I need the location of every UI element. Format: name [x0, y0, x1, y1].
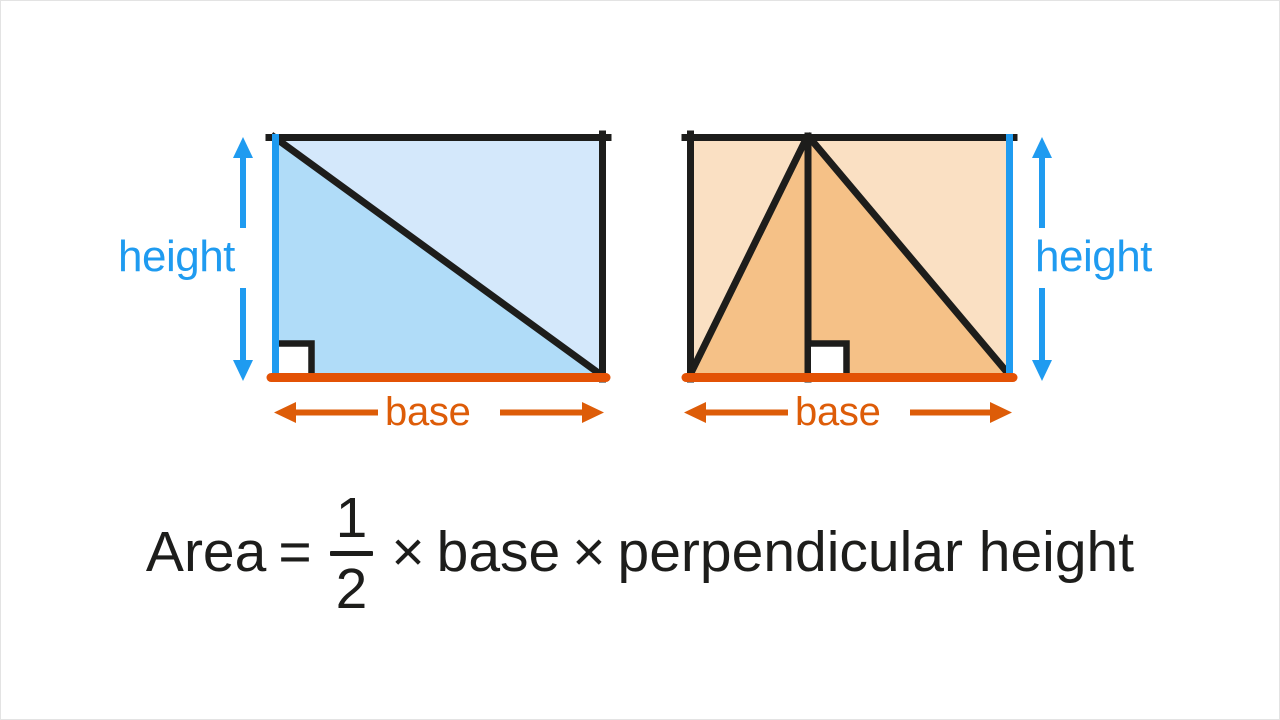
right-inner-triangle-fill	[688, 135, 1012, 378]
right-right-angle-marker-fill	[811, 341, 848, 378]
area-formula: Area = 1 2 × base × perpendicular height	[0, 486, 1280, 622]
formula-perpendicular-height-words: perpendicular height	[617, 520, 1135, 585]
left-right-angle-marker-fill	[277, 341, 313, 378]
formula-area-word: Area	[145, 520, 267, 585]
fraction-bar	[329, 551, 374, 557]
formula-multiply-sign-1: ×	[391, 520, 425, 585]
formula-one-half-fraction: 1 2	[329, 486, 374, 622]
left-height-dimension-arrow	[233, 137, 253, 381]
formula-multiply-sign-2: ×	[572, 520, 606, 585]
right-base-dimension-arrow	[684, 402, 1012, 423]
left-right-angle-marker	[277, 340, 315, 379]
left-base-label: base	[385, 390, 471, 434]
left-base-dimension-arrow	[274, 402, 604, 423]
right-figure-triangle-in-rectangle	[681, 130, 1052, 423]
formula-base-word: base	[436, 520, 561, 585]
right-height-label: height	[1035, 232, 1152, 281]
right-triangle-left-side	[684, 132, 812, 382]
right-height-dimension-arrow	[1032, 137, 1052, 381]
left-figure-right-triangle-in-rectangle	[233, 130, 612, 423]
right-triangle-right-side	[804, 132, 1016, 382]
left-height-label: height	[118, 232, 235, 281]
formula-equals-sign: =	[278, 520, 312, 585]
right-base-label: base	[795, 390, 881, 434]
fraction-denominator: 2	[335, 557, 368, 622]
left-rect-diagonal	[269, 132, 609, 382]
right-right-angle-marker	[808, 340, 850, 379]
fraction-numerator: 1	[335, 486, 368, 550]
